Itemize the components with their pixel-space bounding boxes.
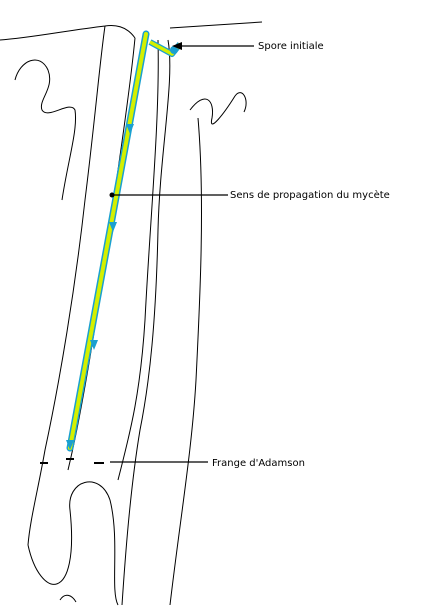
fringe-dash-2 <box>66 458 74 460</box>
skin-line-top-left <box>0 26 135 41</box>
label-spore-initiale: Spore initiale <box>258 41 324 52</box>
adamson-fringe-markers <box>40 458 104 464</box>
mycelium-fill <box>70 34 146 448</box>
fringe-dash-3 <box>94 462 104 464</box>
skin-line-top-right <box>170 22 262 28</box>
leader-propagation-dot <box>110 193 115 198</box>
label-frange-adamson: Frange d'Adamson <box>212 458 305 469</box>
bulb-base <box>60 595 76 602</box>
inner-sheath-right <box>118 40 158 480</box>
skin-surface-lines <box>0 22 262 40</box>
fringe-dash-1 <box>40 462 48 464</box>
left-wavy-wall <box>15 60 76 200</box>
hair-bulb <box>28 482 118 605</box>
mycelium-filament <box>66 34 180 450</box>
outer-sheath-left <box>28 26 105 545</box>
right-inner-wall <box>170 118 202 605</box>
label-sens-propagation: Sens de propagation du mycète <box>230 189 390 201</box>
